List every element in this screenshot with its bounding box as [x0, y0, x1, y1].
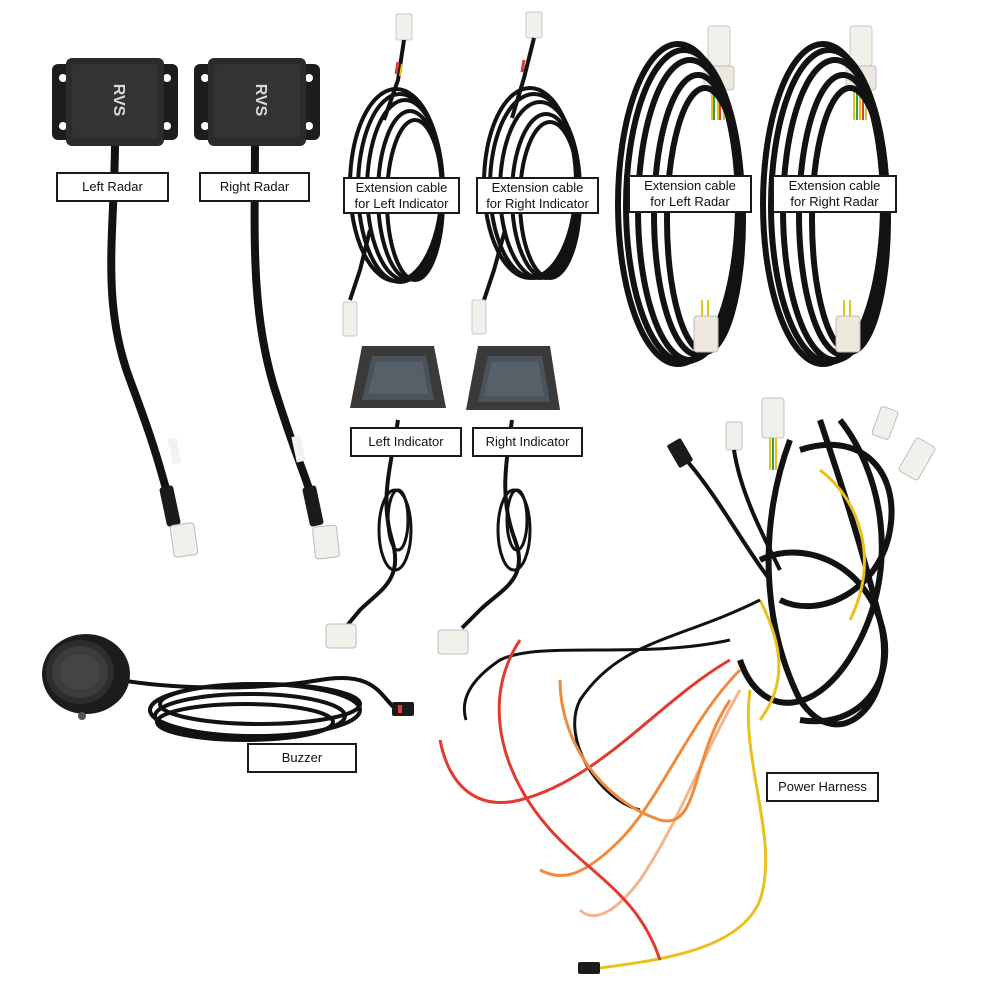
label-left-radar: Left Radar [56, 172, 169, 202]
label-ext-left-radar-line1: Extension cable [644, 178, 736, 193]
left-indicator-lamp [325, 346, 446, 649]
power-harness [438, 397, 936, 974]
left-radar-logo: RVS [110, 84, 127, 117]
label-ext-left-indicator-line1: Extension cable [355, 179, 448, 195]
label-ext-right-radar-line1: Extension cable [788, 178, 881, 193]
label-ext-left-indicator: Extension cable for Left Indicator [343, 177, 460, 214]
left-radar-sensor: RVS [52, 58, 199, 558]
label-right-indicator: Right Indicator [472, 427, 583, 457]
label-power-harness: Power Harness [766, 772, 879, 802]
right-radar-sensor: RVS [194, 58, 340, 560]
label-ext-right-indicator-line1: Extension cable [491, 179, 584, 195]
label-right-radar-text: Right Radar [219, 179, 290, 194]
buzzer-unit [42, 634, 414, 742]
label-ext-left-radar: Extension cable for Left Radar [628, 175, 752, 213]
label-right-indicator-text: Right Indicator [485, 434, 570, 449]
label-buzzer-text: Buzzer [281, 750, 323, 765]
extension-cable-right-indicator [471, 11, 582, 335]
label-left-radar-text: Left Radar [82, 179, 143, 194]
right-indicator-lamp [437, 346, 560, 655]
label-left-indicator: Left Indicator [350, 427, 462, 457]
extension-cable-left-indicator [342, 13, 445, 337]
right-radar-logo: RVS [252, 84, 269, 117]
label-left-indicator-text: Left Indicator [368, 434, 444, 449]
label-ext-right-indicator-line2: for Right Indicator [486, 195, 589, 211]
label-ext-left-indicator-line2: for Left Indicator [354, 195, 449, 211]
label-buzzer: Buzzer [247, 743, 357, 773]
label-ext-left-radar-line2: for Left Radar [650, 194, 730, 209]
label-right-radar: Right Radar [199, 172, 310, 202]
label-ext-right-indicator: Extension cable for Right Indicator [476, 177, 599, 214]
label-ext-right-radar: Extension cable for Right Radar [772, 175, 897, 213]
label-power-harness-text: Power Harness [778, 779, 867, 794]
label-ext-right-radar-line2: for Right Radar [790, 194, 879, 209]
